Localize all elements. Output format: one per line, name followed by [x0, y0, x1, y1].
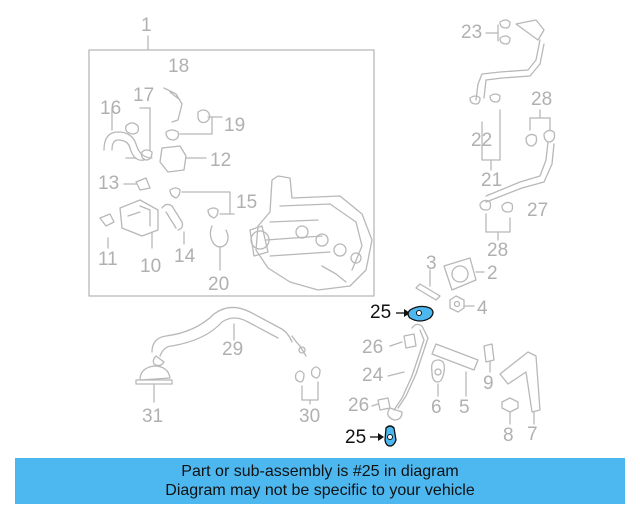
callout-9: 9 — [483, 373, 494, 394]
clamp-30b — [310, 366, 321, 379]
fitting-23 — [515, 19, 545, 41]
callout-21: 21 — [481, 170, 503, 191]
bolt-26a — [403, 333, 417, 349]
callout-28-lower: 28 — [487, 240, 509, 261]
clamp-23 — [499, 19, 511, 45]
clamp-28a — [525, 133, 538, 147]
callout-25-upper: 25 — [370, 302, 392, 323]
bolt-26b — [377, 397, 391, 411]
valve-12 — [159, 145, 187, 173]
hose-18 — [163, 87, 183, 123]
gasket-6 — [430, 359, 446, 383]
bolt-8 — [501, 397, 519, 413]
banner-line-disclaimer: Diagram may not be specific to your vehi… — [165, 482, 475, 499]
gasket-2 — [443, 257, 477, 291]
callout-25-lower: 25 — [345, 427, 367, 448]
pipe-24 — [397, 323, 429, 409]
callout-6: 6 — [431, 397, 442, 418]
bolt-11 — [99, 213, 115, 227]
callout-23: 23 — [461, 22, 483, 43]
clamp-28c — [479, 199, 492, 211]
callout-15: 15 — [236, 192, 258, 213]
bracket-5 — [431, 343, 479, 371]
callout-3: 3 — [426, 253, 437, 274]
callout-5: 5 — [459, 397, 470, 418]
banner-line-part: Part or sub-assembly is #25 in diagram — [181, 463, 459, 480]
solenoid-10 — [119, 199, 159, 237]
clamp-15b — [207, 207, 219, 219]
bolt-9 — [483, 343, 495, 363]
assembly-box-outline — [88, 49, 375, 297]
callout-22: 22 — [471, 130, 493, 151]
callout-24: 24 — [362, 365, 384, 386]
nut-4 — [449, 295, 465, 313]
callout-26-upper: 26 — [362, 337, 384, 358]
info-banner: Part or sub-assembly is #25 in diagram D… — [15, 458, 625, 504]
callout-1: 1 — [141, 15, 152, 36]
callout-28-upper: 28 — [531, 89, 553, 110]
callout-14: 14 — [174, 246, 196, 267]
callout-12: 12 — [210, 150, 232, 171]
hose-16 — [103, 131, 153, 159]
clamp-30a — [294, 370, 305, 383]
bracket-7 — [499, 351, 541, 413]
coolant-pipe-29 — [151, 306, 293, 353]
hose-20 — [209, 225, 229, 248]
callout-10: 10 — [140, 256, 162, 277]
clamp-19a — [197, 109, 211, 124]
callout-4: 4 — [477, 298, 488, 319]
callout-27: 27 — [527, 200, 549, 221]
hose-14 — [161, 203, 184, 231]
callout-17: 17 — [133, 85, 155, 106]
bolt-13 — [135, 177, 151, 191]
callout-19: 19 — [224, 115, 246, 136]
callout-16: 16 — [100, 98, 122, 119]
callout-20: 20 — [208, 274, 230, 295]
clamp-17 — [124, 122, 140, 135]
clamp-28d — [501, 201, 514, 213]
cap-31 — [139, 365, 171, 381]
turbo-manifold — [249, 175, 373, 291]
clamp-15a — [169, 187, 181, 199]
callout-2: 2 — [487, 263, 498, 284]
clamp-28b — [543, 129, 556, 143]
highlighted-part-25 — [370, 305, 434, 447]
clamp-19b — [165, 129, 180, 141]
callout-29: 29 — [222, 339, 244, 360]
callout-30: 30 — [299, 406, 321, 427]
callout-18: 18 — [168, 56, 190, 77]
oil-line-22 — [475, 39, 541, 101]
stud-3 — [415, 283, 441, 301]
oil-line-27 — [485, 141, 549, 197]
callout-13: 13 — [98, 173, 120, 194]
callout-11: 11 — [98, 249, 118, 270]
callout-31: 31 — [142, 406, 164, 427]
callout-7: 7 — [527, 424, 538, 445]
callout-26-lower: 26 — [348, 395, 370, 416]
callout-8: 8 — [503, 425, 514, 446]
